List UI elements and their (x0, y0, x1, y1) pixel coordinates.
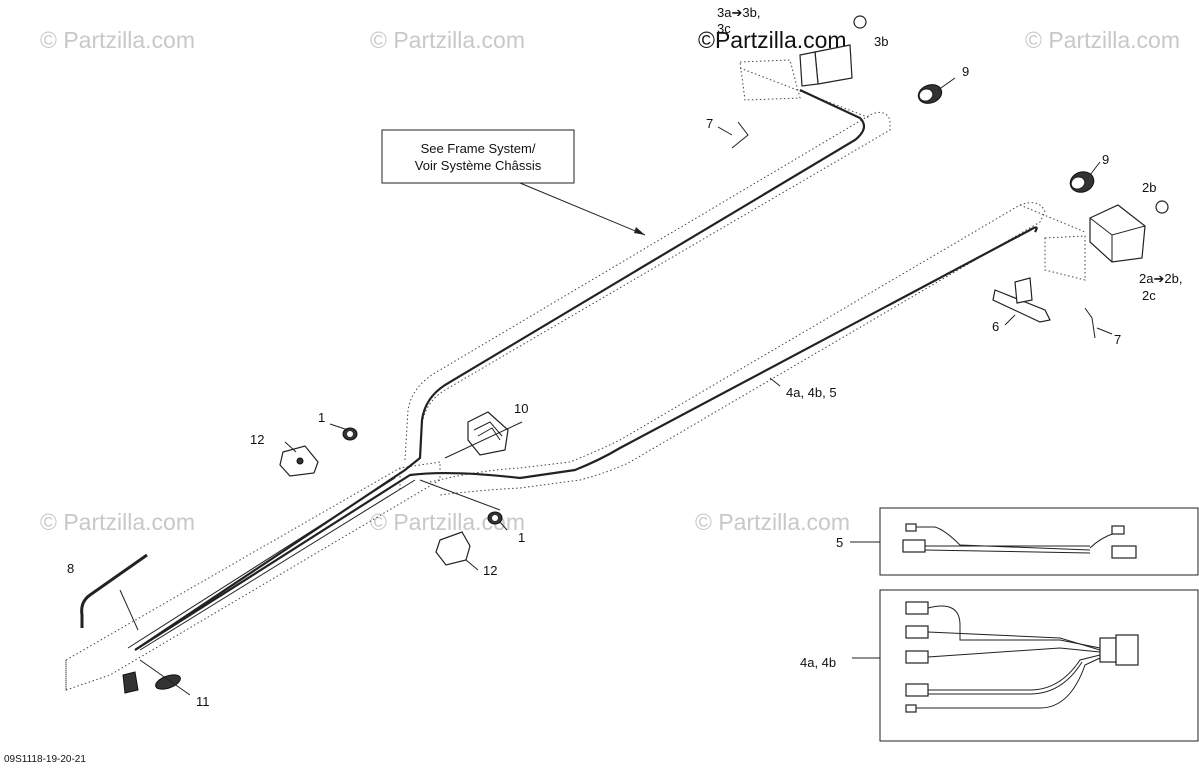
watermark: © Partzilla.com (40, 509, 195, 535)
callout-3a: 3a➔3b, (717, 5, 760, 20)
callout-2a: 2a➔2b, (1139, 271, 1182, 286)
callout-4a-4b-5: 4a, 4b, 5 (786, 385, 837, 400)
component-9-top (917, 84, 943, 104)
callout-11: 11 (196, 694, 210, 709)
callout-6: 6 (992, 319, 999, 334)
component-3 (799, 15, 867, 87)
component-12-bottom (435, 531, 471, 566)
component-9-right (1069, 171, 1095, 193)
watermark: © Partzilla.com (370, 27, 525, 53)
component-2 (1089, 200, 1169, 263)
callout-2b: 2b (1142, 180, 1156, 195)
component-11 (122, 671, 181, 694)
component-10 (467, 411, 509, 456)
callout-4a-4b: 4a, 4b (800, 655, 836, 670)
leader-lines (119, 77, 1113, 696)
callout-7-right: 7 (1114, 332, 1121, 347)
watermark-layer: © Partzilla.com © Partzilla.com © Partzi… (40, 27, 1180, 535)
component-7 (731, 121, 1096, 339)
component-1-top (342, 427, 358, 441)
callout-3b: 3b (874, 34, 888, 49)
callout-10: 10 (514, 401, 528, 416)
component-1-bottom (487, 511, 503, 525)
callout-9-top: 9 (962, 64, 969, 79)
callout-2c: 2c (1142, 288, 1156, 303)
note-line-1: See Frame System/ (421, 141, 536, 156)
callouts: 3a➔3b, 3c 3b 9 7 9 2b 2a➔2b, 2c 6 7 4a, … (67, 5, 1182, 709)
frame-outline (65, 59, 1086, 691)
note-line-2: Voir Système Châssis (415, 158, 542, 173)
component-6 (992, 277, 1051, 323)
inset-harness-4 (852, 589, 1199, 742)
watermark-top: ©Partzilla.com (698, 27, 847, 53)
callout-3c: 3c (717, 21, 731, 36)
watermark: © Partzilla.com (1025, 27, 1180, 53)
component-8 (80, 553, 148, 628)
frame-system-note: See Frame System/ Voir Système Châssis (381, 129, 646, 236)
component-12-top (279, 445, 319, 477)
inset-harness-5 (850, 507, 1199, 576)
callout-8: 8 (67, 561, 74, 576)
callout-12-top: 12 (250, 432, 264, 447)
inset-box-4 (879, 589, 1199, 742)
callout-9-right: 9 (1102, 152, 1109, 167)
watermark: © Partzilla.com (695, 509, 850, 535)
drawing-code: 09S1118-19-20-21 (4, 754, 86, 765)
note-leader (519, 182, 646, 236)
callout-1-bottom: 1 (518, 530, 525, 545)
harness-wires (127, 89, 1038, 651)
watermark: © Partzilla.com (370, 509, 525, 535)
inset-box-5 (879, 507, 1199, 576)
callout-5: 5 (836, 535, 843, 550)
callout-7-top: 7 (706, 116, 713, 131)
note-box (381, 129, 575, 184)
callout-1-top: 1 (318, 410, 325, 425)
callout-12-bottom: 12 (483, 563, 497, 578)
watermark: © Partzilla.com (40, 27, 195, 53)
